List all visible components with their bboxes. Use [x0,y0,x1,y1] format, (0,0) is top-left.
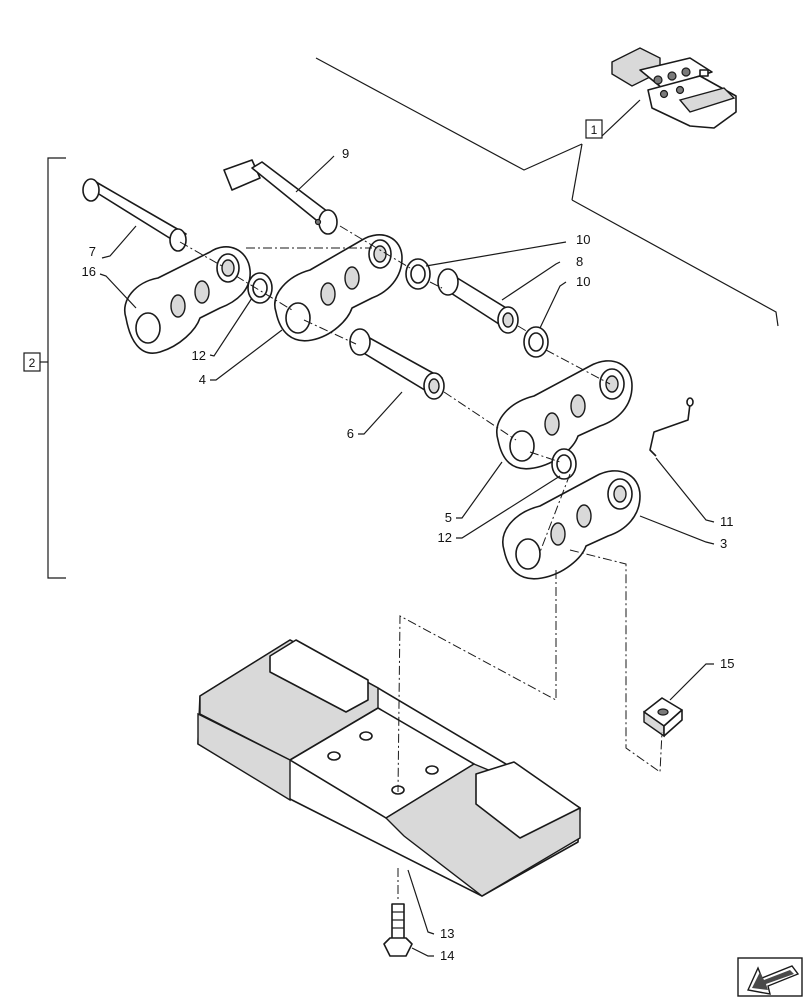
washer-10-lower [523,326,549,358]
washer-12-lower [551,448,577,480]
label-6: 6 [347,426,354,441]
label-4: 4 [199,372,206,387]
track-assembly-thumbnail [611,47,737,129]
label-15: 15 [720,656,734,671]
label-8: 8 [576,254,583,269]
pin-7 [82,178,187,252]
label-3: 3 [720,536,727,551]
track-shoe-13 [197,639,581,897]
label-7: 7 [89,244,96,259]
label-10-lower: 10 [576,274,590,289]
bushing-8 [437,268,519,334]
link-3 [502,470,641,580]
nut-15 [643,697,683,738]
callout-1-label: 1 [591,123,598,137]
master-pin-9 [223,159,338,235]
callout-labels: 7 16 12 4 9 10 8 10 6 5 12 11 3 15 13 14 [82,146,735,963]
bolt-14 [383,903,413,957]
callout-1: 1 [315,57,779,327]
label-9: 9 [342,146,349,161]
arrow-left-down-icon[interactable] [737,957,803,997]
link-4 [274,234,403,342]
label-14: 14 [440,948,454,963]
label-12-upper: 12 [192,348,206,363]
link-5 [496,360,633,470]
bracket-2: 2 [23,157,66,579]
label-5: 5 [445,510,452,525]
link-16 [123,246,251,354]
label-13: 13 [440,926,454,941]
center-lines [179,225,663,900]
bracket-2-label: 2 [29,356,36,370]
label-10-upper: 10 [576,232,590,247]
bushing-6 [349,328,445,400]
cotter-pin-11 [649,397,694,457]
leader-lines [99,155,715,957]
washer-10-upper [405,258,431,290]
label-16: 16 [82,264,96,279]
label-11: 11 [720,514,734,529]
label-12-lower: 12 [438,530,452,545]
washer-12-upper [247,272,273,304]
